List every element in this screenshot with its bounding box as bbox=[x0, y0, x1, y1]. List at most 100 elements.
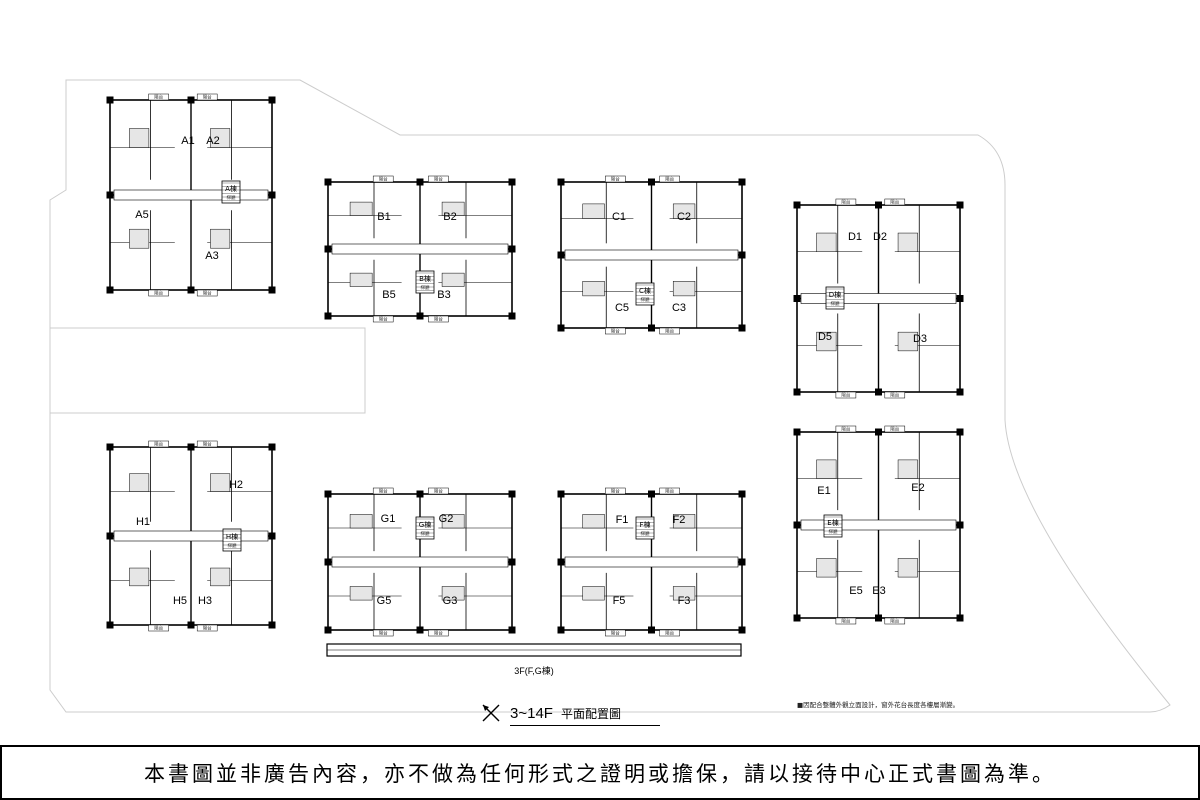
core-label: E棟 bbox=[827, 518, 838, 527]
balcony-label: 陽台 bbox=[665, 176, 674, 183]
balcony-label: 陽台 bbox=[203, 625, 212, 632]
unit-label: F5 bbox=[613, 595, 626, 607]
balcony-label: 陽台 bbox=[203, 441, 212, 448]
balcony-label: 陽台 bbox=[841, 199, 850, 206]
core-sublabel: 梯廳 bbox=[829, 528, 838, 535]
unit-label: A3 bbox=[205, 250, 218, 262]
core-label: B棟 bbox=[419, 274, 431, 283]
unit-label: H2 bbox=[229, 479, 243, 491]
balcony-label: 陽台 bbox=[890, 426, 899, 433]
core-label: G棟 bbox=[419, 520, 431, 529]
balcony-label: 陽台 bbox=[154, 94, 163, 101]
plan-title: 3~14F 平面配置圖 bbox=[480, 702, 621, 724]
balcony-label: 陽台 bbox=[841, 426, 850, 433]
title-underline bbox=[510, 725, 660, 726]
unit-label: D3 bbox=[913, 333, 927, 345]
unit-label: E5 bbox=[849, 585, 862, 597]
balcony-label: 陽台 bbox=[434, 488, 443, 495]
balcony-label: 陽台 bbox=[379, 488, 388, 495]
balcony-label: 陽台 bbox=[154, 625, 163, 632]
unit-label: G1 bbox=[381, 513, 396, 525]
unit-label: G3 bbox=[443, 595, 458, 607]
balcony-label: 陽台 bbox=[611, 630, 620, 637]
unit-label: G5 bbox=[377, 595, 392, 607]
core-sublabel: 梯廳 bbox=[641, 296, 650, 303]
balcony-label: 陽台 bbox=[890, 392, 899, 399]
north-arrow-icon bbox=[482, 704, 500, 722]
unit-label: B3 bbox=[437, 289, 450, 301]
unit-label: F2 bbox=[673, 514, 686, 526]
unit-label: C5 bbox=[615, 302, 629, 314]
balcony-label: 陽台 bbox=[379, 316, 388, 323]
balcony-label: 陽台 bbox=[203, 290, 212, 297]
third-floor-strip bbox=[326, 643, 742, 657]
balcony-label: 陽台 bbox=[434, 316, 443, 323]
balcony-label: 陽台 bbox=[434, 630, 443, 637]
unit-label: G2 bbox=[439, 513, 454, 525]
disclaimer-box: 本書圖並非廣告內容，亦不做為任何形式之證明或擔保，請以接待中心正式書圖為準。 bbox=[0, 745, 1200, 800]
balcony-label: 陽台 bbox=[841, 618, 850, 625]
balcony-label: 陽台 bbox=[379, 630, 388, 637]
site-inner-lot bbox=[50, 327, 366, 414]
balcony-label: 陽台 bbox=[665, 630, 674, 637]
balcony-label: 陽台 bbox=[154, 441, 163, 448]
disclaimer-text: 本書圖並非廣告內容，亦不做為任何形式之證明或擔保，請以接待中心正式書圖為準。 bbox=[144, 761, 1056, 786]
core-label: A棟 bbox=[225, 184, 237, 193]
balcony-label: 陽台 bbox=[611, 328, 620, 335]
balcony-label: 陽台 bbox=[379, 176, 388, 183]
unit-label: H3 bbox=[198, 595, 212, 607]
balcony-label: 陽台 bbox=[203, 94, 212, 101]
unit-label: A5 bbox=[135, 209, 148, 221]
unit-label: E2 bbox=[911, 482, 924, 494]
balcony-label: 陽台 bbox=[890, 618, 899, 625]
unit-label: D1 bbox=[848, 231, 862, 243]
unit-label: E1 bbox=[817, 485, 830, 497]
unit-label: H1 bbox=[136, 516, 150, 528]
balcony-label: 陽台 bbox=[434, 176, 443, 183]
core-sublabel: 梯廳 bbox=[421, 284, 430, 291]
building-h: 陽台陽台陽台陽台H棟梯廳H1H2H3H5 bbox=[106, 441, 276, 632]
unit-label: A2 bbox=[206, 135, 219, 147]
unit-label: B2 bbox=[443, 211, 456, 223]
title-floor-range: 3~14F bbox=[510, 704, 553, 722]
balcony-label: 陽台 bbox=[154, 290, 163, 297]
balcony-label: 陽台 bbox=[611, 488, 620, 495]
unit-label: A1 bbox=[181, 135, 194, 147]
core-sublabel: 梯廳 bbox=[831, 300, 840, 307]
core-label: H棟 bbox=[226, 532, 238, 541]
unit-label: F3 bbox=[678, 595, 691, 607]
unit-label: B5 bbox=[382, 289, 395, 301]
core-label: F棟 bbox=[639, 520, 650, 529]
core-label: C棟 bbox=[639, 286, 651, 295]
unit-label: F1 bbox=[616, 514, 629, 526]
core-sublabel: 梯廳 bbox=[227, 194, 236, 201]
third-floor-label: 3F(F,G棟) bbox=[514, 665, 554, 676]
balcony-label: 陽台 bbox=[841, 392, 850, 399]
balcony-label: 陽台 bbox=[665, 328, 674, 335]
core-sublabel: 梯廳 bbox=[641, 530, 650, 537]
unit-label: E3 bbox=[872, 585, 885, 597]
core-label: D棟 bbox=[829, 290, 841, 299]
unit-label: B1 bbox=[377, 211, 390, 223]
unit-label: D5 bbox=[818, 331, 832, 343]
site-boundary bbox=[49, 79, 1171, 713]
core-sublabel: 梯廳 bbox=[421, 530, 430, 537]
unit-label: D2 bbox=[873, 231, 887, 243]
unit-label: C2 bbox=[677, 211, 691, 223]
unit-label: C3 bbox=[672, 302, 686, 314]
title-plan-name: 平面配置圖 bbox=[560, 706, 621, 721]
balcony-label: 陽台 bbox=[611, 176, 620, 183]
core-sublabel: 梯廳 bbox=[228, 542, 237, 549]
unit-label: C1 bbox=[612, 211, 626, 223]
facade-note: ■因配合整體外觀立面設計，窗外花台長度各樓層漸變。 bbox=[797, 701, 960, 709]
balcony-label: 陽台 bbox=[890, 199, 899, 206]
unit-label: H5 bbox=[173, 595, 187, 607]
